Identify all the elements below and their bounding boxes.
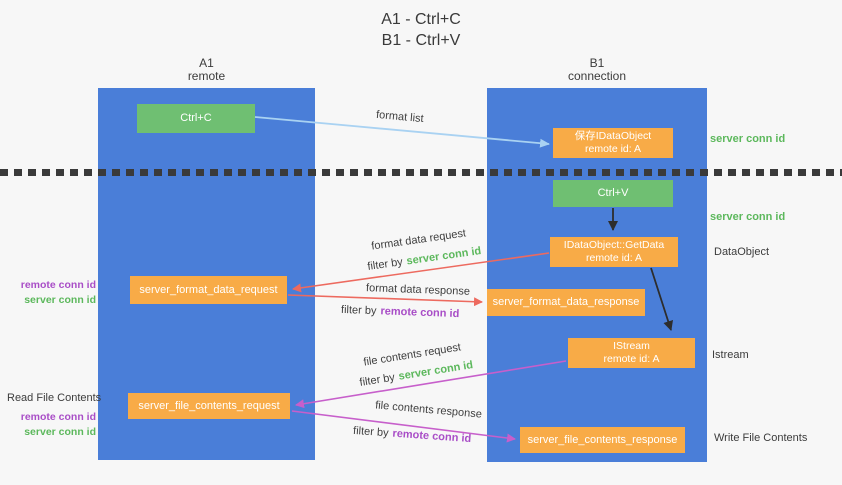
node-idataobject-getdata: IDataObject::GetData remote id: A <box>550 237 678 267</box>
left-file-conn-ids: remote conn id server conn id <box>8 410 96 440</box>
ctrl-c-label: Ctrl+C <box>180 112 212 124</box>
column-a1-subtitle: remote <box>187 69 226 83</box>
remote-conn-id-key: remote conn id <box>380 305 460 321</box>
title-line-2: B1 - Ctrl+V <box>381 32 461 49</box>
server-file-contents-response-label: server_file_contents_response <box>527 433 678 446</box>
server-file-contents-request-label: server_file_contents_request <box>138 399 280 412</box>
server-conn-id-key: server conn id <box>397 359 474 383</box>
diagram-title: A1 - Ctrl+C B1 - Ctrl+V <box>0 9 842 51</box>
node-server-file-contents-response: server_file_contents_response <box>520 427 685 453</box>
save-idataobject-line2: remote id: A <box>584 143 642 155</box>
server-format-data-request-label: server_format_data_request <box>139 283 278 296</box>
istream-line2: remote id: A <box>603 353 660 365</box>
dataobject-label: DataObject <box>714 246 770 258</box>
server-conn-id-label: server conn id <box>24 426 96 438</box>
save-idataobject-line1: 保存IDataObject <box>574 130 652 142</box>
remote-conn-id-key: remote conn id <box>392 427 472 446</box>
node-istream: IStream remote id: A <box>568 338 695 368</box>
filter-by-text: filter by <box>366 256 404 273</box>
server-conn-id-key: server conn id <box>405 245 482 268</box>
file-contents-response-filter: filter by remote conn id <box>353 425 472 445</box>
remote-conn-id-label: remote conn id <box>20 279 96 291</box>
filter-by-text: filter by <box>352 424 389 440</box>
format-data-response-filter: filter by remote conn id <box>341 304 460 320</box>
server-format-data-response-label: server_format_data_response <box>492 296 640 308</box>
left-format-conn-ids: remote conn id server conn id <box>8 278 96 308</box>
server-conn-id-label: server conn id <box>24 294 96 306</box>
column-b1-subtitle: connection <box>567 69 627 83</box>
server-conn-id-top-label: server conn id <box>710 133 786 145</box>
istream-label: Istream <box>712 349 749 361</box>
node-server-format-data-response: server_format_data_response <box>487 289 645 316</box>
filter-by-text: filter by <box>340 303 377 318</box>
column-b1-header: B1 connection <box>487 57 707 83</box>
title-line-1: A1 - Ctrl+C <box>381 11 461 28</box>
server-conn-id-mid-label: server conn id <box>710 211 786 223</box>
node-server-file-contents-request: server_file_contents_request <box>128 393 290 419</box>
node-ctrl-c: Ctrl+C <box>137 104 255 133</box>
remote-conn-id-label: remote conn id <box>20 411 96 423</box>
format-data-response-label: format data response <box>365 282 471 298</box>
column-b1-name: B1 <box>589 56 605 70</box>
column-a1-header: A1 remote <box>98 57 315 83</box>
ctrl-v-label: Ctrl+V <box>597 187 629 199</box>
getdata-line1: IDataObject::GetData <box>563 239 665 251</box>
read-file-contents-label: Read File Contents <box>7 392 102 404</box>
format-list-label: format list <box>375 108 425 126</box>
filter-by-text: filter by <box>358 371 396 389</box>
node-ctrl-v: Ctrl+V <box>553 180 673 207</box>
node-server-format-data-request: server_format_data_request <box>130 276 287 304</box>
node-save-idataobject: 保存IDataObject remote id: A <box>553 128 673 158</box>
istream-line1: IStream <box>613 340 650 352</box>
file-contents-response-label: file contents response <box>374 399 483 421</box>
getdata-line2: remote id: A <box>585 252 643 264</box>
column-a1-name: A1 <box>199 56 214 70</box>
write-file-contents-label: Write File Contents <box>714 432 808 444</box>
session-divider <box>0 169 842 176</box>
